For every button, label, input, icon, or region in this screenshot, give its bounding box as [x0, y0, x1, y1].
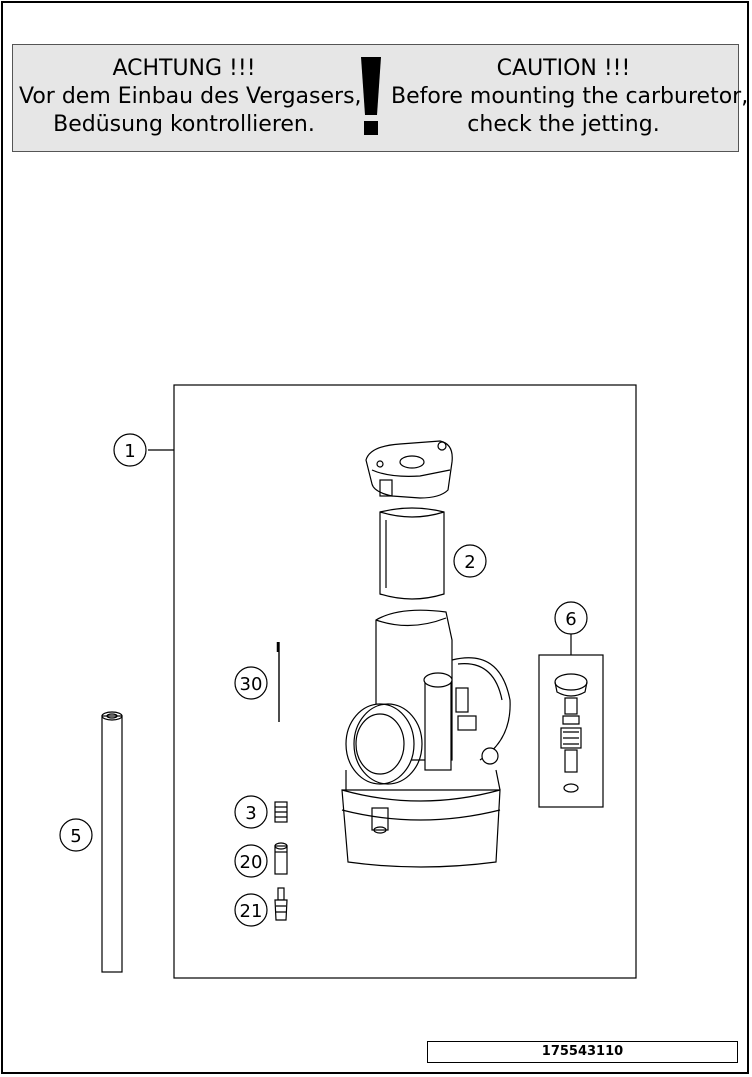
callout-21-label: 21 [240, 901, 263, 922]
assembly-frame [173, 384, 637, 979]
warning-de-line2: Bedüsung kontrollieren. [53, 112, 315, 137]
warning-german: ACHTUNG !!! Vor dem Einbau des Vergasers… [19, 55, 362, 139]
warning-de-line1: Vor dem Einbau des Vergasers, [19, 84, 362, 109]
callout-20-label: 20 [240, 852, 263, 873]
callout-6 [554, 601, 588, 635]
callout-2-label: 2 [464, 552, 475, 573]
idle-screw-assembly-icon [554, 673, 588, 793]
callout-5-label: 5 [70, 826, 81, 847]
warning-en-title: CAUTION !!! [496, 56, 631, 81]
vent-hose-icon [101, 711, 123, 973]
callout-1 [113, 433, 147, 467]
callout-30 [234, 666, 268, 700]
carburetor-body-icon [341, 609, 511, 868]
exclamation-icon [360, 57, 382, 135]
callout-1-label: 1 [124, 441, 135, 462]
callout-20 [234, 844, 268, 878]
part-number: 175543110 [427, 1041, 738, 1063]
needle-jet-icon [274, 842, 288, 875]
main-jet-icon [274, 887, 288, 921]
callout-3 [234, 795, 268, 829]
warning-banner: ACHTUNG !!! Vor dem Einbau des Vergasers… [12, 44, 749, 152]
pilot-jet-icon [274, 801, 288, 823]
warning-de-title: ACHTUNG !!! [112, 56, 256, 81]
callout-6-label: 6 [565, 609, 576, 630]
callout-3-label: 3 [245, 803, 256, 824]
callout-30-label: 30 [240, 674, 263, 695]
callout-5 [59, 818, 93, 852]
jet-needle-icon [276, 642, 280, 722]
carb-cap-icon [365, 440, 453, 499]
throttle-slide-icon [379, 507, 445, 600]
warning-en-line2: check the jetting. [467, 112, 660, 137]
warning-en-line1: Before mounting the carburetor, [391, 84, 749, 109]
callout-2 [453, 544, 487, 578]
callout-21 [234, 893, 268, 927]
warning-english: CAUTION !!! Before mounting the carburet… [391, 55, 749, 139]
